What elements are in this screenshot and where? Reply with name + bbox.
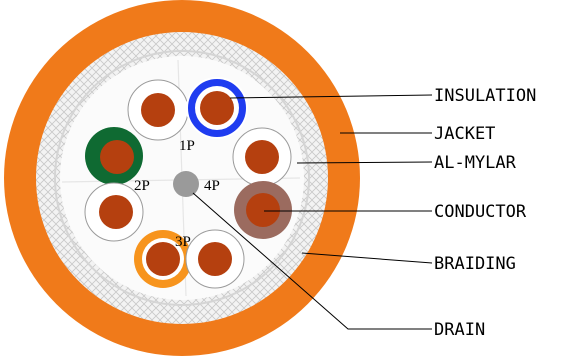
conductor bbox=[99, 195, 133, 229]
conductor bbox=[200, 91, 234, 125]
leader-drain bbox=[192, 192, 432, 330]
pair-3 bbox=[134, 229, 245, 289]
conductor bbox=[198, 242, 232, 276]
pair-1 bbox=[127, 77, 248, 141]
label-jacket: JACKET bbox=[434, 124, 495, 144]
label-insulation: INSULATION bbox=[434, 86, 536, 106]
drain-wire bbox=[173, 171, 199, 197]
conductor bbox=[100, 140, 134, 174]
label-braiding: BRAIDING bbox=[434, 254, 516, 274]
pair-2 bbox=[84, 127, 144, 242]
conductor bbox=[245, 140, 279, 174]
conductor bbox=[146, 242, 180, 276]
label-conductor: CONDUCTOR bbox=[434, 202, 527, 222]
leader-al-mylar bbox=[296, 161, 433, 164]
pair-label-3p: 3P bbox=[175, 234, 191, 250]
leader-insulation bbox=[229, 94, 433, 99]
conductor bbox=[141, 93, 175, 127]
pair-label-4p: 4P bbox=[204, 178, 220, 194]
conductor bbox=[246, 193, 280, 227]
pair-label-1p: 1P bbox=[179, 138, 195, 154]
al-mylar-ring bbox=[54, 50, 310, 306]
leader-braiding bbox=[301, 252, 433, 264]
label-al-mylar: AL-MYLAR bbox=[434, 153, 517, 173]
pair-4 bbox=[232, 127, 292, 239]
label-drain: DRAIN bbox=[434, 320, 485, 340]
pair-label-2p: 2P bbox=[134, 178, 150, 194]
